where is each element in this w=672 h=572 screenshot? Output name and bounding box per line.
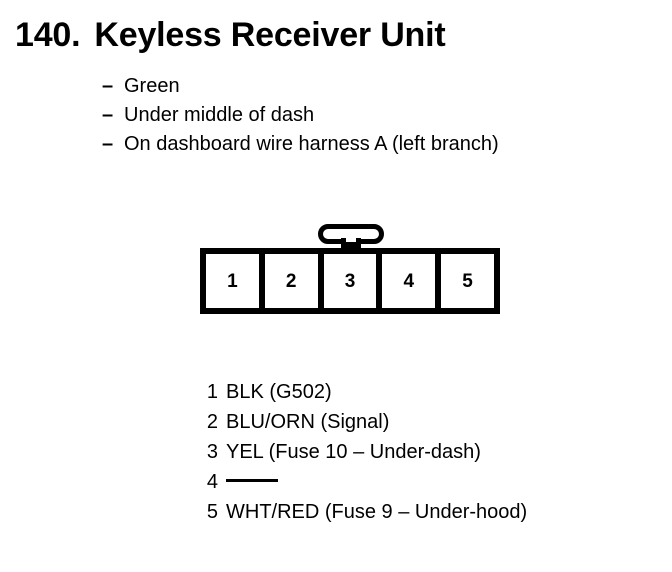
pin-legend: 1 BLK (G502) 2 BLU/ORN (Signal) 3 YEL (F… bbox=[196, 377, 527, 527]
connector-diagram: 1 2 3 4 5 bbox=[200, 224, 500, 314]
page-title: 140. Keyless Receiver Unit bbox=[15, 16, 446, 54]
dash-bullet-icon: – bbox=[102, 75, 114, 97]
pin-row: 1 BLK (G502) bbox=[196, 377, 527, 407]
connector-cavity-4: 4 bbox=[382, 254, 436, 308]
description-list: – Green – Under middle of dash – On dash… bbox=[102, 72, 499, 159]
connector-cavity-row: 1 2 3 4 5 bbox=[200, 248, 500, 314]
page-title-text: Keyless Receiver Unit bbox=[94, 16, 446, 54]
pin-number: 4 bbox=[206, 471, 218, 493]
connector-cavity-5: 5 bbox=[441, 254, 494, 308]
dash-bullet-icon: – bbox=[102, 104, 114, 126]
pin-description: BLU/ORN (Signal) bbox=[226, 411, 390, 433]
connector-latch-icon bbox=[318, 224, 384, 250]
pin-number: 1 bbox=[206, 381, 218, 403]
pin-number: 3 bbox=[206, 441, 218, 463]
connector-cavity-3: 3 bbox=[323, 254, 377, 308]
list-item-label: On dashboard wire harness A (left branch… bbox=[124, 133, 499, 155]
list-item-label: Green bbox=[124, 75, 180, 97]
pin-row: 2 BLU/ORN (Signal) bbox=[196, 407, 527, 437]
connector-cavity-2: 2 bbox=[264, 254, 318, 308]
page-title-number: 140. bbox=[15, 16, 81, 54]
list-item: – On dashboard wire harness A (left bran… bbox=[102, 130, 499, 159]
pin-row: 4 bbox=[196, 467, 527, 497]
pin-description: BLK (G502) bbox=[226, 381, 332, 403]
connector-cavity-1: 1 bbox=[206, 254, 259, 308]
pin-row: 5 WHT/RED (Fuse 9 – Under-hood) bbox=[196, 497, 527, 527]
pin-description: WHT/RED (Fuse 9 – Under-hood) bbox=[226, 501, 528, 523]
pin-description: YEL (Fuse 10 – Under-dash) bbox=[226, 441, 481, 463]
latch-notch bbox=[346, 237, 356, 242]
pin-row: 3 YEL (Fuse 10 – Under-dash) bbox=[196, 437, 527, 467]
list-item: – Green bbox=[102, 72, 499, 101]
pin-number: 5 bbox=[206, 501, 218, 523]
dash-bullet-icon: – bbox=[102, 133, 114, 155]
pin-unused-rule bbox=[226, 479, 278, 482]
list-item: – Under middle of dash bbox=[102, 101, 499, 130]
pin-number: 2 bbox=[206, 411, 218, 433]
list-item-label: Under middle of dash bbox=[124, 104, 315, 126]
